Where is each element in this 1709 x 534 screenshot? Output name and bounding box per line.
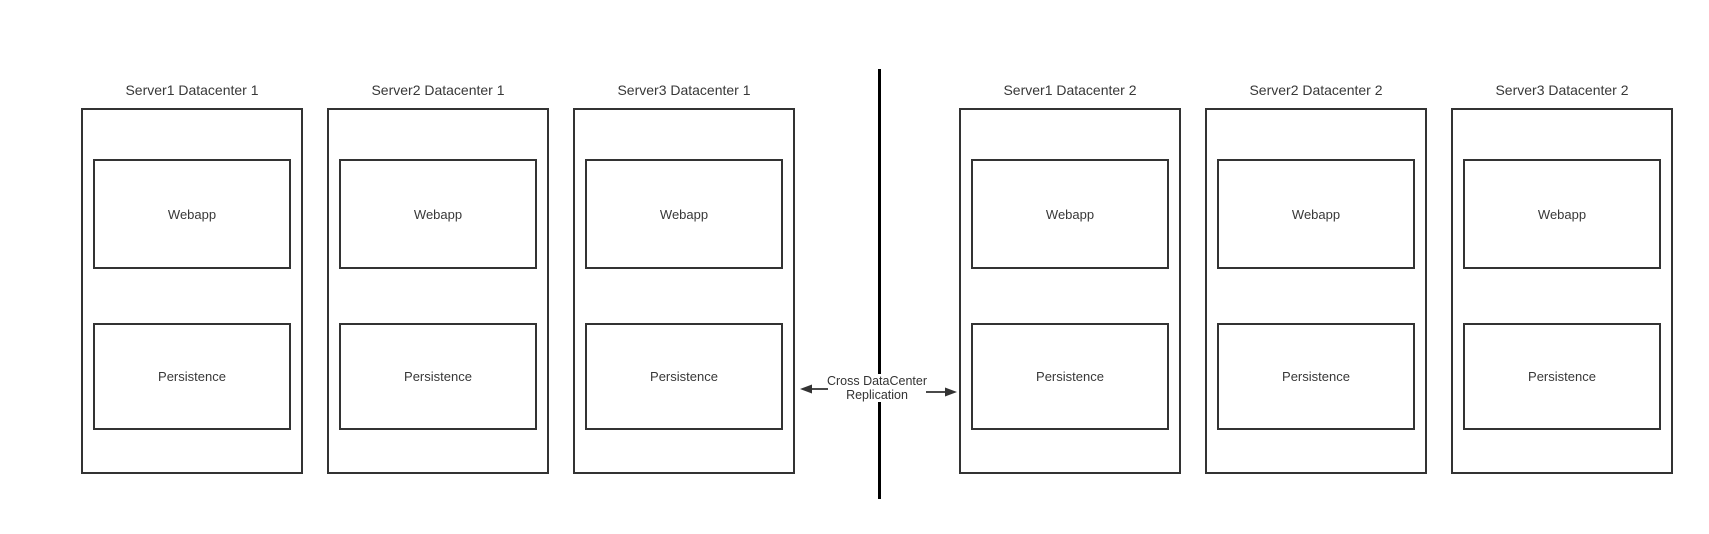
persistence-box: Persistence [585,323,783,430]
server1-datacenter2-title: Server1 Datacenter 2 [1003,82,1137,98]
server1-datacenter2-frame: Webapp Persistence [959,108,1181,474]
persistence-label: Persistence [1528,369,1596,384]
server3-datacenter2-box: Server3 Datacenter 2 Webapp Persistence [1451,82,1673,474]
persistence-label: Persistence [1282,369,1350,384]
webapp-label: Webapp [1537,206,1587,222]
replication-label-line1: Cross DataCenter [826,374,928,388]
webapp-box: Webapp [1463,159,1661,269]
persistence-box: Persistence [971,323,1169,430]
persistence-label: Persistence [650,369,718,384]
webapp-label: Webapp [1045,206,1095,222]
replication-label-line2: Replication [846,388,908,402]
replication-arrows [800,384,957,397]
persistence-label: Persistence [1036,369,1104,384]
server1-datacenter2-box: Server1 Datacenter 2 Webapp Persistence [959,82,1181,474]
webapp-box: Webapp [971,159,1169,269]
persistence-label: Persistence [158,369,226,384]
persistence-box: Persistence [1217,323,1415,430]
persistence-box: Persistence [1463,323,1661,430]
server3-datacenter1-frame: Webapp Persistence [573,108,795,474]
server2-datacenter1-box: Server2 Datacenter 1 Webapp Persistence [327,82,549,474]
server2-datacenter2-box: Server2 Datacenter 2 Webapp Persistence [1205,82,1427,474]
webapp-box: Webapp [585,159,783,269]
webapp-box: Webapp [93,159,291,269]
webapp-box: Webapp [1217,159,1415,269]
replication-label: Cross DataCenter Replication [815,374,939,402]
right-arrow-icon [926,387,957,397]
webapp-label: Webapp [659,206,709,222]
server3-datacenter1-box: Server3 Datacenter 1 Webapp Persistence [573,82,795,474]
webapp-label: Webapp [413,206,463,222]
datacenter-divider-line [878,69,881,499]
server3-datacenter2-frame: Webapp Persistence [1451,108,1673,474]
server2-datacenter2-frame: Webapp Persistence [1205,108,1427,474]
server2-datacenter1-title: Server2 Datacenter 1 [371,82,505,98]
webapp-label: Webapp [1291,206,1341,222]
webapp-box: Webapp [339,159,537,269]
server2-datacenter1-frame: Webapp Persistence [327,108,549,474]
persistence-box: Persistence [339,323,537,430]
server3-datacenter1-title: Server3 Datacenter 1 [617,82,751,98]
server1-datacenter1-box: Server1 Datacenter 1 Webapp Persistence [81,82,303,474]
server1-datacenter1-frame: Webapp Persistence [81,108,303,474]
server2-datacenter2-title: Server2 Datacenter 2 [1249,82,1383,98]
webapp-label: Webapp [167,206,217,222]
left-arrow-icon [800,384,828,394]
server1-datacenter1-title: Server1 Datacenter 1 [125,82,259,98]
server3-datacenter2-title: Server3 Datacenter 2 [1495,82,1629,98]
persistence-box: Persistence [93,323,291,430]
persistence-label: Persistence [404,369,472,384]
